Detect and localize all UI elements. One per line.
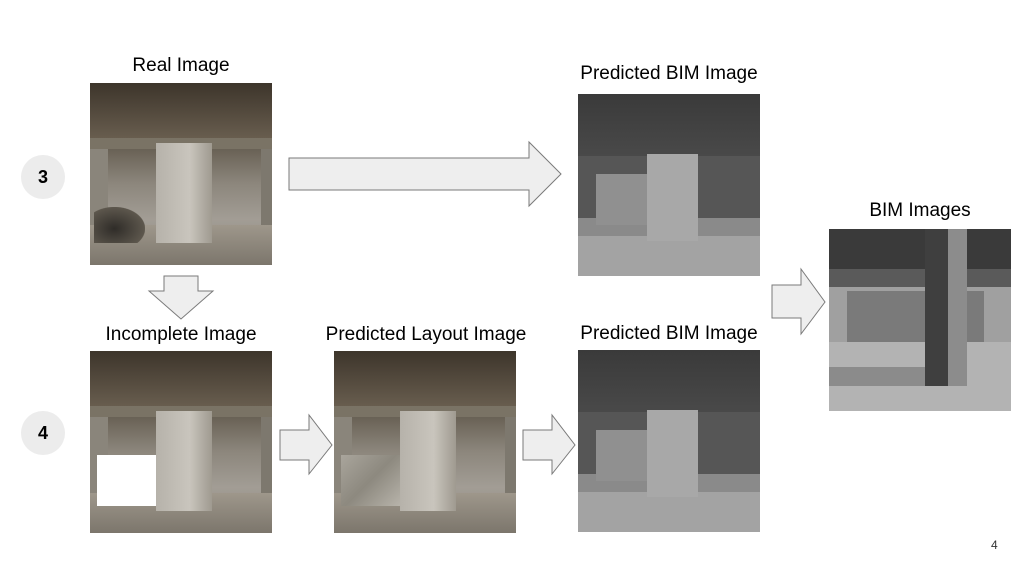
predicted-bim-label-bottom: Predicted BIM Image [580, 323, 758, 344]
real-image [90, 83, 272, 265]
predicted-bim-label-top: Predicted BIM Image [580, 63, 758, 84]
arrow-to-bim-images [771, 267, 826, 336]
page-number: 4 [991, 538, 998, 552]
arrow-right-large [288, 140, 562, 208]
incomplete-image-label: Incomplete Image [105, 324, 257, 345]
step-badge-4-label: 4 [37, 422, 48, 443]
arrow-down [147, 275, 215, 320]
missing-region-mask [97, 454, 156, 506]
predicted-layout-image [334, 351, 516, 533]
predicted-bim-image-top [578, 94, 760, 276]
bim-image [829, 229, 1011, 411]
step-badge-4: 4 [21, 411, 65, 455]
predicted-bim-image-bottom [578, 350, 760, 532]
arrow-incomplete-to-layout [279, 413, 333, 476]
real-image-label: Real Image [132, 55, 230, 76]
step-badge-3: 3 [21, 155, 65, 199]
incomplete-image [90, 351, 272, 533]
bim-images-label: BIM Images [869, 200, 971, 221]
step-badge-3-label: 3 [37, 166, 48, 187]
inpainted-region [341, 454, 400, 506]
predicted-layout-label: Predicted Layout Image [325, 324, 527, 345]
arrow-layout-to-bim [522, 413, 576, 476]
